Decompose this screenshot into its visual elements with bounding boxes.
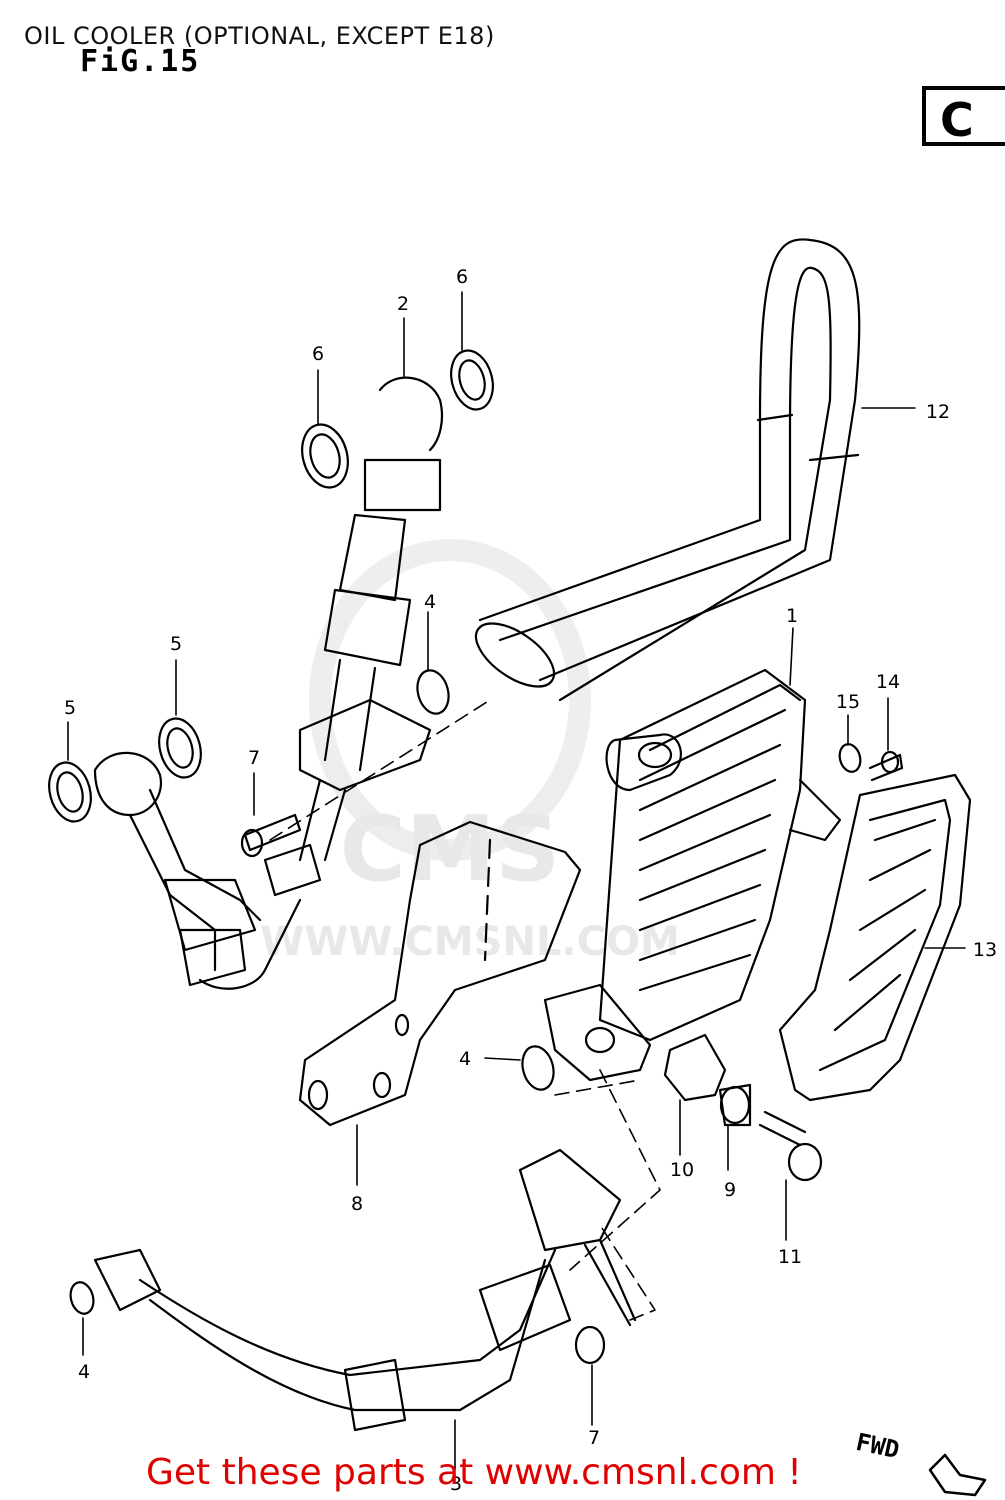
callout-14: 14	[876, 671, 900, 693]
callout-13: 13	[973, 939, 997, 961]
callout-2: 2	[397, 293, 409, 315]
washers	[48, 349, 862, 1315]
callout-7-upper: 7	[248, 747, 260, 769]
callout-5-right: 5	[170, 633, 182, 655]
hose-3	[93, 1148, 622, 1432]
figure-label: FiG.15	[80, 44, 201, 79]
buy-parts-link[interactable]: Get these parts at www.cmsnl.com !	[146, 1452, 802, 1493]
cover-13	[778, 773, 972, 1102]
callout-5-left: 5	[64, 697, 76, 719]
bracket-8	[298, 820, 582, 1127]
callout-15: 15	[836, 691, 860, 713]
forward-arrow-icon	[928, 1453, 987, 1497]
diagram-title: OIL COOLER (OPTIONAL, EXCEPT E18)	[24, 22, 495, 50]
callout-4-middle: 4	[459, 1048, 471, 1070]
callout-numbers: 1 2 3 4 4 4 5 5 6 6 7 7 8 9 10 11 12 13 …	[64, 266, 997, 1495]
callout-1: 1	[786, 605, 798, 627]
section-badge: C	[922, 86, 1005, 147]
callout-7-lower: 7	[588, 1427, 600, 1449]
hose-2	[263, 376, 444, 897]
callout-4-lower: 4	[78, 1361, 90, 1383]
watermark-url: WWW.CMSNL.COM	[260, 919, 680, 965]
watermark: CMS WWW.CMSNL.COM	[260, 539, 680, 965]
callout-3: 3	[450, 1473, 462, 1495]
callout-6-left: 6	[312, 343, 324, 365]
callout-12: 12	[926, 401, 950, 423]
watermark-brand: CMS	[340, 797, 560, 902]
fasteners	[240, 750, 904, 1365]
callout-4-upper: 4	[424, 591, 436, 613]
callout-8: 8	[351, 1193, 363, 1215]
hose-5	[93, 751, 302, 990]
callout-6-right: 6	[456, 266, 468, 288]
callout-10: 10	[670, 1159, 694, 1181]
callout-9: 9	[724, 1179, 736, 1201]
leader-lines	[67, 291, 966, 1471]
hose-12	[474, 238, 861, 702]
callout-11: 11	[778, 1246, 802, 1268]
oil-cooler-1	[543, 668, 842, 1082]
